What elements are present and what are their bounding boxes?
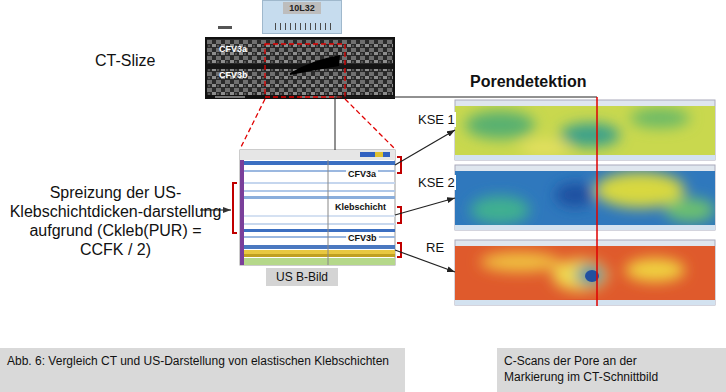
marker-line: [335, 97, 597, 150]
connector-arrow: [395, 198, 455, 215]
section-heading: Porendetektion: [470, 73, 586, 91]
c-scan-image: KSE 1: [455, 100, 715, 160]
caption-text: C-Scans der Pore an der Markierung im CT…: [497, 348, 693, 390]
layer-label: CFV3a: [219, 44, 247, 54]
connector-arrow: [395, 130, 455, 165]
c-scan-images: [455, 100, 715, 305]
figure-caption: Abb. 6: Vergleich CT und US-Darstellung …: [0, 348, 405, 374]
scan-label: KSE 1: [417, 112, 456, 127]
brackets: [233, 157, 401, 257]
transducer-probe: 10L32: [262, 0, 342, 34]
layer-label: Klebschicht: [333, 202, 388, 212]
annotation-text: Spreizung der US-Klebschichtdicken-darst…: [8, 183, 223, 259]
scan-label: KSE 2: [417, 175, 456, 190]
probe-label: 10L32: [283, 2, 321, 14]
ct-image: [205, 26, 395, 99]
image-label: CT-Slize: [95, 52, 155, 70]
image-title: US B-Bild: [266, 268, 338, 286]
c-scan-image: RE: [455, 240, 715, 305]
b-scan-image: [240, 150, 395, 265]
marker-line-red: [596, 97, 598, 306]
caption-box: Abb. 6: Vergleich CT und US-Darstellung …: [0, 348, 405, 392]
us-b-scan-image: CFV3aKlebschichtCFV3b US B-Bild: [240, 150, 395, 286]
ct-slice-image: CFV3aCFV3b: [205, 37, 395, 99]
c-scan-image: KSE 2: [455, 165, 715, 230]
scan-label: RE: [425, 240, 445, 255]
layer-label: CFV3a: [346, 169, 378, 179]
layer-label: CFV3b: [219, 70, 248, 80]
layer-label: CFV3b: [346, 233, 379, 243]
caption-box: C-Scans der Pore an der Markierung im CT…: [497, 348, 726, 392]
